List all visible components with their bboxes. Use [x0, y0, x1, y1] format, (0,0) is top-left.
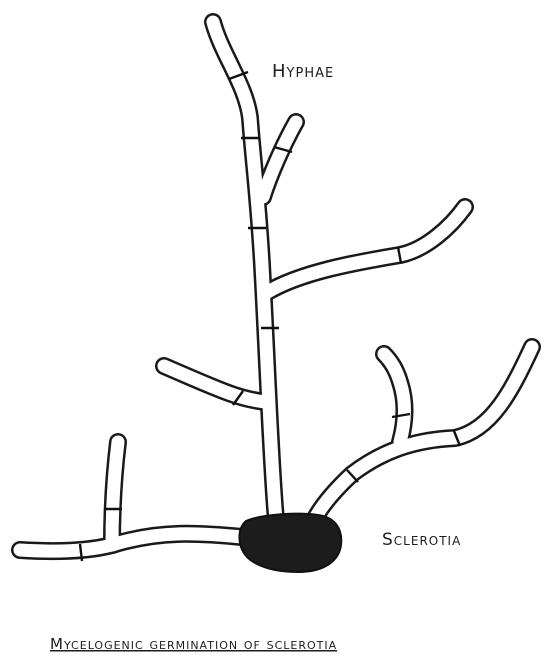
hypha-lower-right-branch — [314, 347, 532, 520]
sclerotia-label: Sclerotia — [382, 530, 461, 550]
diagram-caption: Mycelogenic germination of sclerotia — [50, 635, 337, 653]
hyphae-label: Hyphae — [272, 61, 334, 82]
sclerotium-body — [239, 514, 341, 572]
hyphae-network — [20, 22, 532, 561]
